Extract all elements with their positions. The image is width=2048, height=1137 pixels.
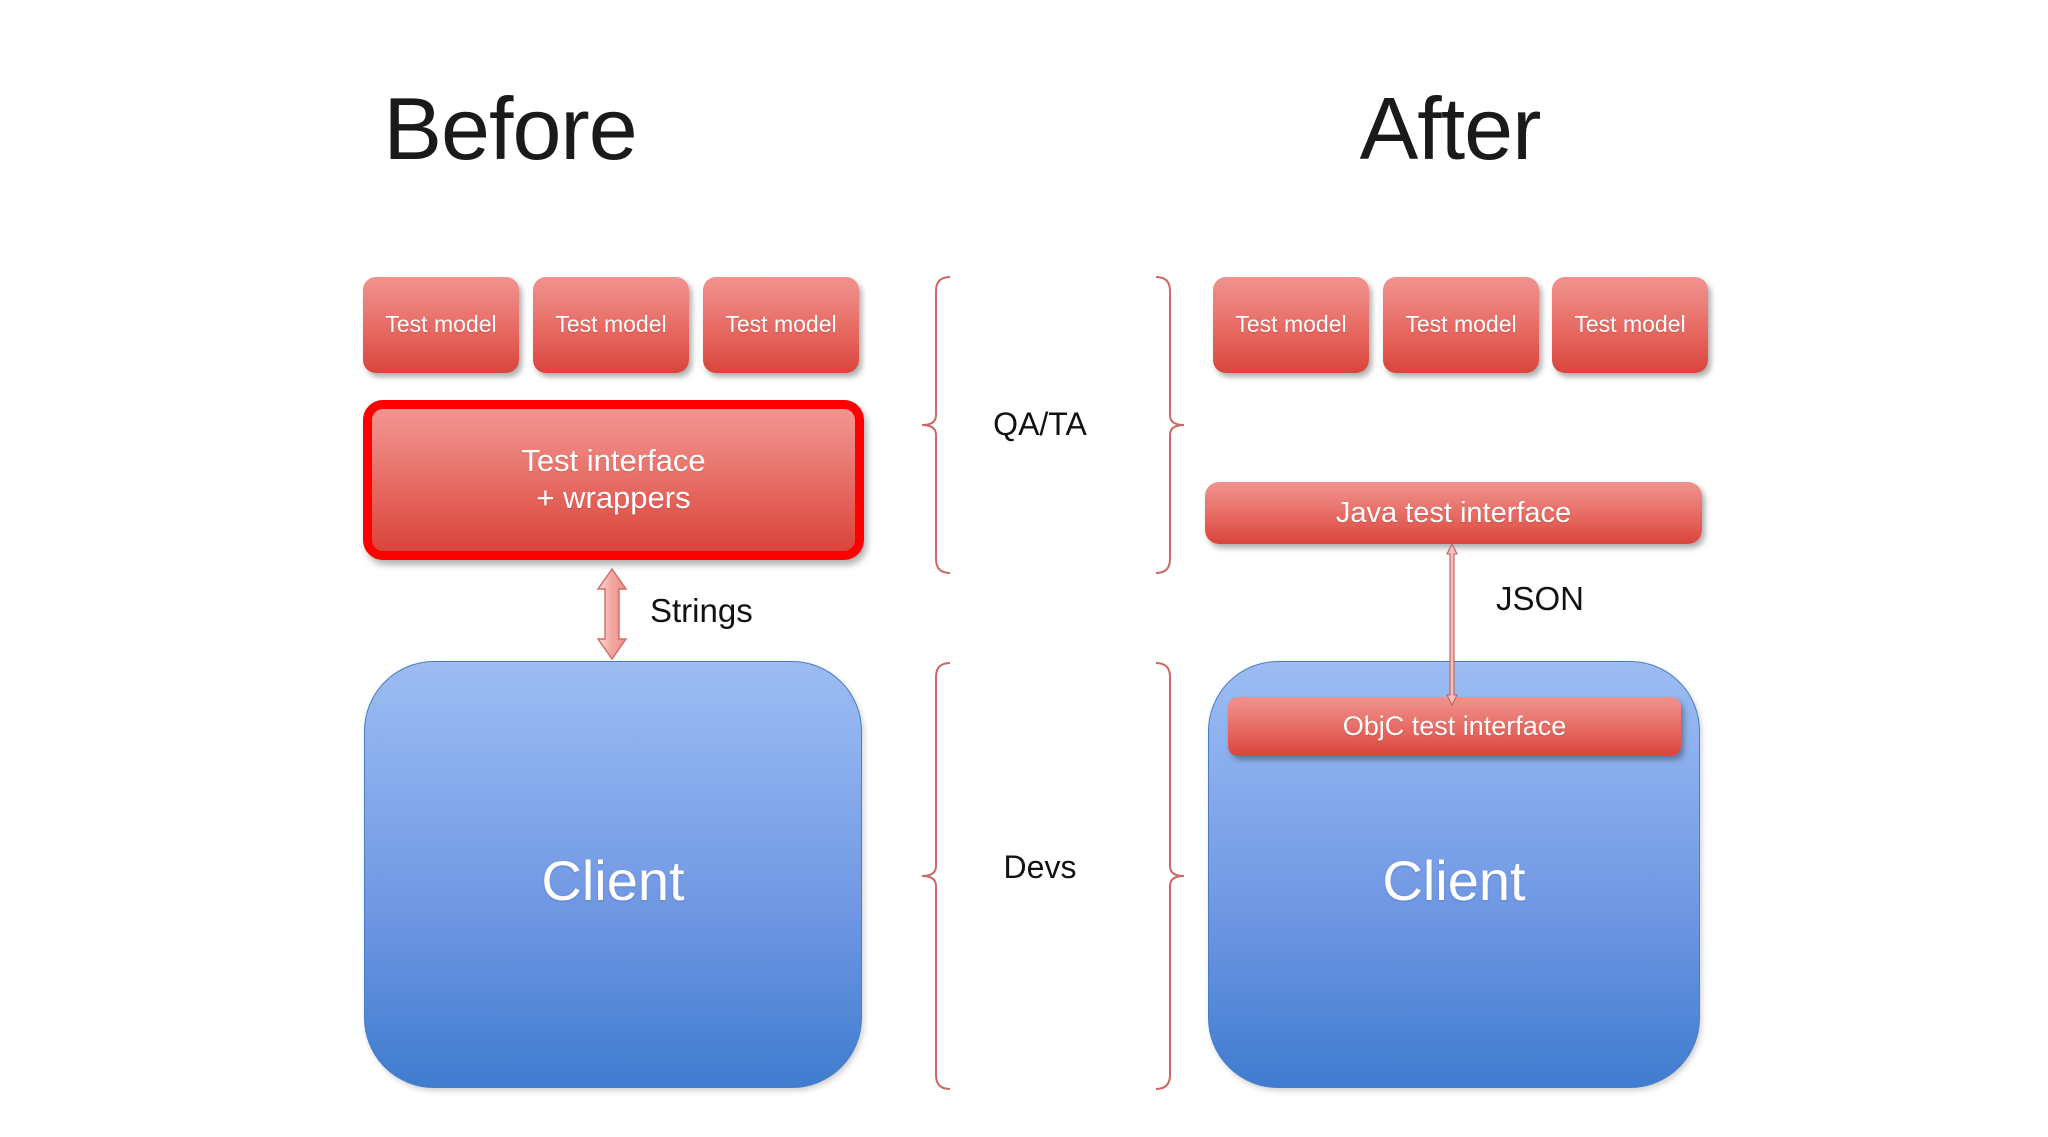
before-test-model-1[interactable]: Test model — [363, 277, 519, 373]
before-test-interface-line1: Test interface — [521, 443, 706, 479]
before-test-model-3[interactable]: Test model — [703, 277, 859, 373]
before-test-model-1-label: Test model — [385, 311, 497, 338]
before-test-model-2-label: Test model — [555, 311, 667, 338]
after-test-model-1-label: Test model — [1235, 311, 1347, 338]
page-title-before: Before — [383, 79, 637, 178]
after-java-test-interface-box[interactable]: Java test interface — [1205, 482, 1702, 544]
before-test-model-2[interactable]: Test model — [533, 277, 689, 373]
after-test-model-2[interactable]: Test model — [1383, 277, 1539, 373]
json-connector-label: JSON — [1496, 580, 1585, 617]
after-client-label: Client — [1382, 849, 1526, 912]
json-double-arrow — [1443, 542, 1461, 707]
after-test-model-3[interactable]: Test model — [1552, 277, 1708, 373]
before-client-label: Client — [541, 849, 685, 912]
qata-brace-right — [1154, 275, 1186, 575]
devs-brace-right — [1154, 661, 1186, 1091]
strings-connector-label: Strings — [650, 592, 753, 629]
after-java-test-interface-label: Java test interface — [1335, 496, 1572, 529]
before-test-interface-line2: + wrappers — [536, 480, 691, 515]
before-client-box[interactable]: Client — [364, 661, 862, 1088]
after-objc-test-interface-box[interactable]: ObjC test interface — [1228, 697, 1681, 756]
page-title-after: After — [1359, 79, 1542, 178]
after-test-model-1[interactable]: Test model — [1213, 277, 1369, 373]
qata-brace-left — [920, 275, 952, 575]
before-test-interface-box[interactable]: Test interface + wrappers — [363, 400, 864, 560]
group-label-devs: Devs — [1003, 849, 1077, 885]
after-test-model-2-label: Test model — [1405, 311, 1517, 338]
group-label-qata: QA/TA — [993, 406, 1087, 442]
strings-double-arrow — [592, 567, 632, 661]
devs-brace-left — [920, 661, 952, 1091]
after-test-model-3-label: Test model — [1574, 311, 1686, 338]
before-test-model-3-label: Test model — [725, 311, 837, 338]
after-objc-test-interface-label: ObjC test interface — [1342, 710, 1567, 741]
